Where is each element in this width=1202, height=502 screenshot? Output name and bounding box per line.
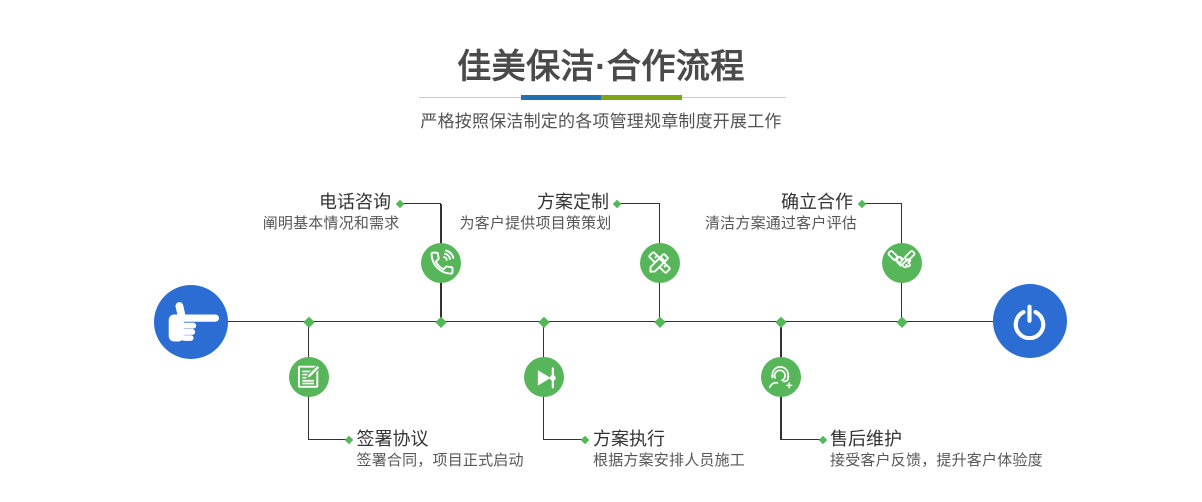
step-desc: 为客户提供项目策策划	[459, 215, 612, 232]
connector-line	[543, 438, 585, 441]
label-diamond	[344, 435, 354, 444]
step-label: 签署协议	[356, 428, 429, 449]
step-node	[288, 356, 329, 397]
timeline-diamond	[775, 316, 787, 327]
step-desc: 签署合同，项目正式启动	[356, 451, 524, 469]
connector-line	[861, 202, 902, 205]
timeline	[190, 320, 1030, 323]
step-node	[881, 242, 922, 283]
step-desc: 接受客户反馈，提升客户体验度	[830, 451, 1043, 469]
contract-icon	[297, 364, 321, 388]
pointing-hand-icon	[168, 301, 219, 342]
step-desc: 清洁方案通过客户评估	[704, 215, 857, 232]
label-diamond	[612, 199, 622, 208]
step-label: 售后维护	[830, 428, 902, 449]
end-endpoint	[992, 284, 1067, 358]
timeline-diamond	[896, 316, 907, 327]
step-desc: 根据方案安排人员施工	[593, 451, 746, 469]
label-diamond	[818, 435, 827, 444]
timeline-diamond	[654, 316, 665, 327]
pencil-ruler-icon	[648, 251, 671, 274]
step-node	[421, 242, 461, 283]
label-diamond	[395, 199, 404, 208]
step-label: 确立合作	[781, 192, 853, 212]
label-diamond	[857, 199, 866, 208]
step-desc: 阐明基本情况和需求	[262, 215, 400, 232]
timeline-diamond	[538, 316, 549, 327]
step-node	[761, 356, 801, 397]
step-label: 方案定制	[537, 192, 609, 212]
connector-line	[399, 202, 441, 205]
title-divider-green-segment	[601, 95, 682, 100]
start-endpoint	[153, 284, 228, 359]
step-label: 电话咨询	[319, 192, 391, 212]
timeline-diamond	[435, 316, 447, 327]
connector-line	[781, 438, 823, 441]
title-divider-blue-segment	[521, 95, 601, 100]
page-subtitle: 严格按照保洁制定的各项管理规章制度开展工作	[420, 112, 782, 131]
headset-icon	[768, 365, 793, 389]
step-node	[639, 242, 680, 283]
timeline-diamond	[303, 316, 314, 327]
page-title: 佳美保洁·合作流程	[457, 47, 745, 86]
connector-line	[308, 438, 349, 441]
handshake-icon	[887, 250, 916, 269]
power-icon	[1013, 304, 1046, 340]
step-label: 方案执行	[593, 428, 665, 449]
play-slider-icon	[537, 366, 556, 388]
label-diamond	[580, 435, 589, 444]
phone-icon	[430, 249, 454, 275]
connector-line	[617, 202, 660, 205]
step-node	[523, 356, 564, 397]
